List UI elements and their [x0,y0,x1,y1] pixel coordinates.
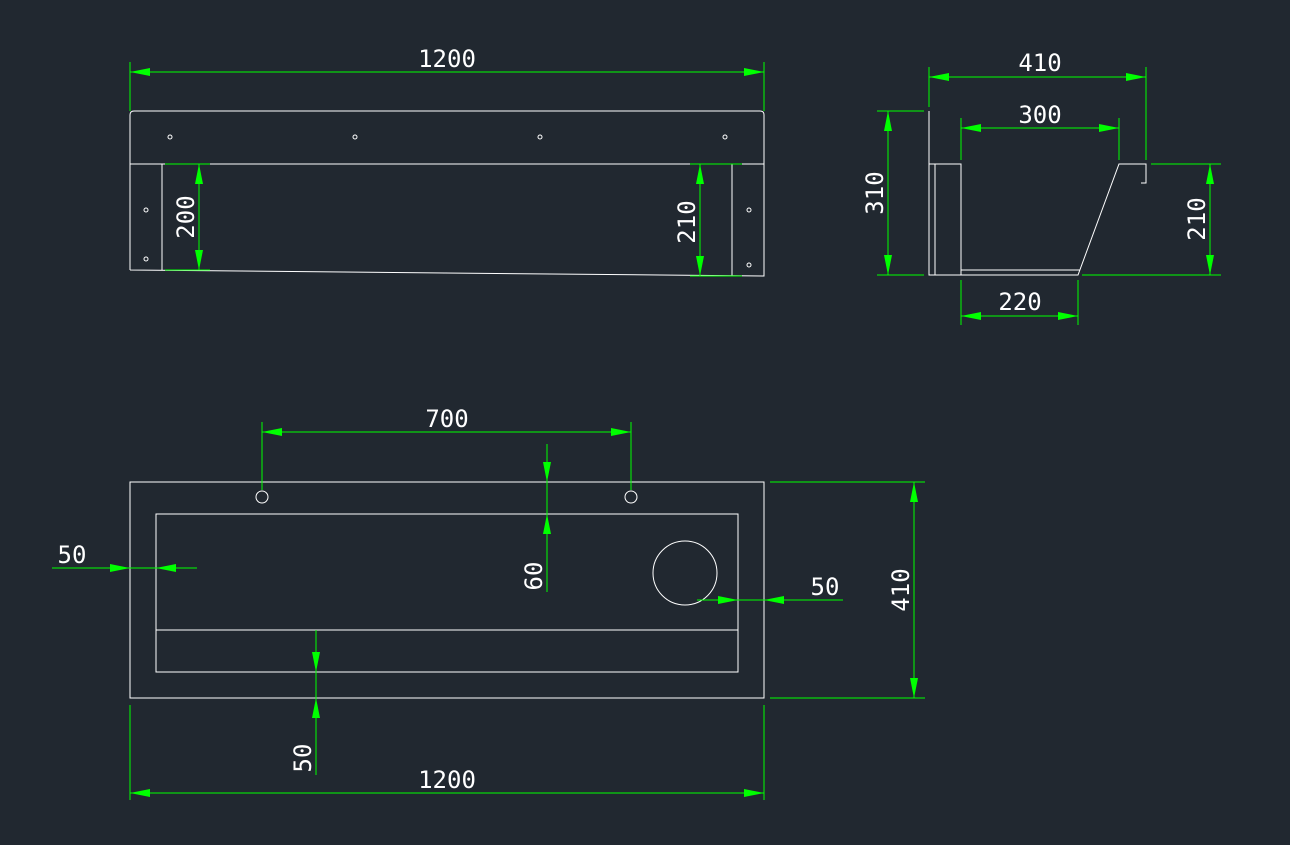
dimension-label: 1200 [418,45,476,73]
dimension-arrowhead [1058,312,1078,320]
dimension-arrowhead [884,255,892,275]
dimension-arrowhead [718,596,738,604]
dimension-label: 310 [861,171,889,214]
dimension-arrowhead [929,73,949,81]
mounting-hole [352,134,358,140]
dimension-label: 210 [673,200,701,243]
mounting-hole [722,134,728,140]
dimension-arrowhead [611,428,631,436]
dimension-arrowhead [312,652,320,672]
side-view-trough-profile [961,163,1147,276]
drain-opening [652,540,718,606]
dimension-arrowhead [1206,164,1214,184]
dimension-arrowhead [744,68,764,76]
mounting-hole [167,134,173,140]
dimension-arrowhead [543,514,551,534]
dimension-arrowhead [910,482,918,502]
dimension-arrowhead [910,678,918,698]
dimension-arrowhead [130,68,150,76]
dimension-label: 300 [1018,101,1061,129]
mounting-hole [537,134,543,140]
dimension-label: 410 [887,568,915,611]
dimension-arrowhead [312,698,320,718]
tap-hole [624,490,638,504]
dimension-arrowhead [156,564,176,572]
mounting-hole [143,207,149,213]
front-view-outline [129,110,765,277]
dimension-label: 50 [58,541,87,569]
dimension-arrowhead [262,428,282,436]
dimension-arrowhead [696,256,704,276]
dimension-arrowhead [696,164,704,184]
dimension-arrowhead [543,462,551,482]
dimensions: 1200 200 210 410 300 310 210 220 700 60 50 50 50 410 1… [52,45,1221,800]
side-view [928,111,1147,276]
dimension-arrowhead [195,250,203,270]
dimension-label: 200 [172,195,200,238]
dimension-arrowhead [1206,255,1214,275]
side-view-bracket [928,163,962,276]
dimension-label: 220 [998,288,1041,316]
plan-view-outer [129,481,765,699]
dimension-label: 410 [1018,49,1061,77]
plan-view-inner [155,513,739,673]
dimension-label: 210 [1183,197,1211,240]
mounting-hole [746,207,752,213]
dimension-arrowhead [1126,73,1146,81]
dimension-arrowhead [1099,124,1119,132]
dimension-arrowhead [764,596,784,604]
dimension-label: 700 [425,405,468,433]
dimension-arrowhead [110,564,130,572]
dimension-arrowhead [884,111,892,131]
plan-view [129,481,765,699]
dimension-label: 1200 [418,766,476,794]
dimension-arrowhead [961,312,981,320]
dimension-label: 60 [520,562,548,591]
dimension-arrowhead [130,789,150,797]
dimension-arrowhead [744,789,764,797]
tap-hole [255,490,269,504]
dimension-arrowhead [195,164,203,184]
dimension-label: 50 [811,573,840,601]
dimension-label: 50 [289,744,317,773]
mounting-hole [143,256,149,262]
dimension-arrowhead [961,124,981,132]
mounting-hole [746,262,752,268]
front-view [129,110,765,277]
